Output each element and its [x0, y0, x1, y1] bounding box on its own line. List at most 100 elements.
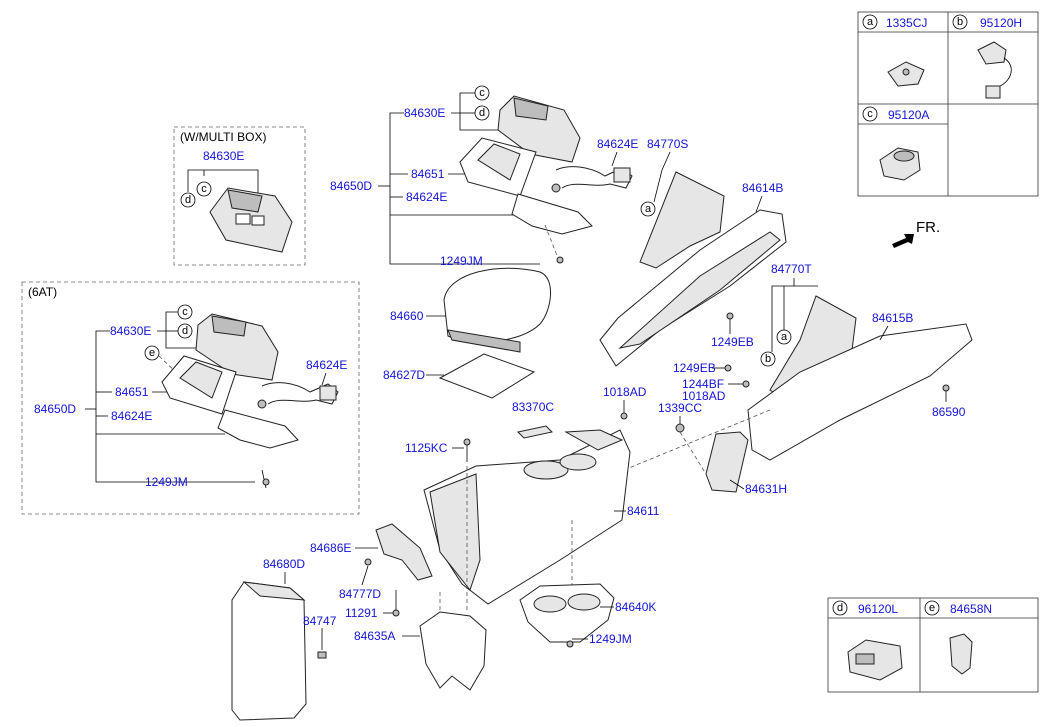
- label-84624E-6at[interactable]: 84624E: [111, 409, 152, 423]
- label-84770T[interactable]: 84770T: [771, 262, 812, 276]
- svg-text:c: c: [182, 306, 188, 318]
- front-direction: FR.: [892, 219, 940, 248]
- 6at-frame: [21, 281, 360, 515]
- callout-a-right: [776, 329, 792, 345]
- label-1018AD-b[interactable]: 1018AD: [682, 389, 726, 403]
- label-84624E-6at-2[interactable]: 84624E: [306, 358, 347, 372]
- 84686E-part: [375, 523, 433, 581]
- svg-text:a: a: [781, 331, 788, 343]
- callout-d-top: [474, 105, 490, 121]
- legend-c-part[interactable]: 95120A: [888, 108, 929, 122]
- label-1249EB-b[interactable]: 1249EB: [673, 361, 716, 375]
- label-84777D[interactable]: 84777D: [339, 587, 381, 601]
- label-84650D-6at[interactable]: 84650D: [34, 402, 76, 416]
- svg-text:a: a: [645, 203, 652, 215]
- svg-text:d: d: [479, 107, 485, 119]
- callout-b-right: [760, 351, 776, 367]
- legend-d-part[interactable]: 96120L: [858, 602, 898, 616]
- label-83370C[interactable]: 83370C: [512, 400, 554, 414]
- label-1244BF[interactable]: 1244BF: [682, 377, 724, 391]
- label-84640K[interactable]: 84640K: [615, 600, 656, 614]
- label-1249EB-a[interactable]: 1249EB: [711, 335, 754, 349]
- legend-e-image: [949, 633, 973, 675]
- label-84630E-top[interactable]: 84630E: [404, 106, 445, 120]
- 83370C-part: [516, 425, 554, 439]
- armrest-group: 84660 84627D: [383, 267, 552, 399]
- right-side-panel-group: 84770T a b 84615B 86590 1249EB 1244BF 10…: [623, 262, 973, 496]
- label-1125KC[interactable]: 1125KC: [405, 441, 448, 455]
- callout-c-multibox: [196, 181, 212, 197]
- label-84660[interactable]: 84660: [390, 309, 424, 323]
- top-wire-part: [555, 166, 633, 189]
- label-11291[interactable]: 11291: [345, 606, 378, 620]
- label-84627D[interactable]: 84627D: [383, 368, 425, 382]
- label-84686E[interactable]: 84686E: [310, 541, 351, 555]
- label-1339CC[interactable]: 1339CC: [658, 401, 702, 415]
- label-84631H[interactable]: 84631H: [745, 482, 787, 496]
- 6at-title: (6AT): [28, 285, 57, 299]
- top-center-group: 84630E c d 84650D 84651 84624E 1249JM 84…: [330, 85, 638, 268]
- label-84651-top[interactable]: 84651: [411, 167, 445, 181]
- console-group: 83370C 1018AD 1125KC 84611: [405, 385, 660, 612]
- legend-d-circle: [832, 600, 848, 616]
- leader-84630E-multibox: [187, 169, 259, 200]
- label-1249JM-top[interactable]: 1249JM: [440, 254, 483, 268]
- svg-text:e: e: [149, 347, 155, 359]
- 6at-screw-part: [262, 478, 270, 486]
- label-84651-6at[interactable]: 84651: [115, 385, 149, 399]
- front-arrow-icon: [892, 234, 914, 248]
- callout-c-6at: [177, 304, 193, 320]
- legend-a-part[interactable]: 1335CJ: [886, 16, 927, 30]
- legend-bottom-frame: [827, 597, 1039, 693]
- legend-b-image: [977, 41, 1007, 65]
- label-84635A[interactable]: 84635A: [354, 629, 395, 643]
- callout-d-6at: [177, 323, 193, 339]
- svg-text:c: c: [479, 87, 485, 99]
- label-84630E-multibox[interactable]: 84630E: [203, 149, 244, 163]
- top-screw-part: [556, 256, 564, 264]
- 84770S-part: [639, 171, 725, 269]
- label-84614B[interactable]: 84614B: [742, 181, 783, 195]
- top-bracket-part: [511, 193, 593, 235]
- svg-text:a: a: [867, 16, 874, 28]
- cupholder-group: 84640K 1249JM: [519, 583, 656, 648]
- 6at-wire-part: [261, 382, 339, 405]
- label-84615B[interactable]: 84615B: [872, 311, 913, 325]
- 84631H-part: [705, 431, 749, 493]
- svg-text:e: e: [929, 602, 935, 614]
- left-side-panel-group: 84770S a 84614B 1249EB: [599, 137, 787, 367]
- leader-84650D-6at: [95, 330, 255, 483]
- front-label: FR.: [916, 219, 940, 236]
- 6at-group: (6AT) 84630E c d e 84650D 84651 84624E 1…: [21, 281, 360, 515]
- 84615B-part: [747, 323, 973, 461]
- legend-b-part[interactable]: 95120H: [980, 16, 1022, 30]
- label-84630E-6at[interactable]: 84630E: [110, 324, 151, 338]
- svg-text:b: b: [765, 353, 771, 365]
- label-84650D-top[interactable]: 84650D: [330, 179, 372, 193]
- label-84611[interactable]: 84611: [627, 504, 660, 518]
- label-84624E-top[interactable]: 84624E: [406, 190, 447, 204]
- label-84770S[interactable]: 84770S: [647, 137, 688, 151]
- label-1018AD-a[interactable]: 1018AD: [603, 385, 647, 399]
- label-84747[interactable]: 84747: [303, 614, 337, 628]
- 84635A-part: [419, 611, 487, 691]
- 84680D-part: [231, 581, 307, 721]
- legend-a-circle: [862, 14, 878, 30]
- label-1249JM-6at[interactable]: 1249JM: [145, 475, 188, 489]
- label-1249JM-bot[interactable]: 1249JM: [589, 632, 632, 646]
- legend-top: a 1335CJ b 95120H c 95120A: [857, 11, 1039, 197]
- legend-e-part[interactable]: 84658N: [950, 602, 992, 616]
- bottom-left-group: 84686E 84777D 11291 84680D 84747 84635A: [231, 523, 487, 721]
- leader-84650D-top: [389, 112, 540, 265]
- multibox-group: (W/MULTI BOX) 84630E c d: [173, 126, 306, 266]
- label-84680D[interactable]: 84680D: [263, 557, 305, 571]
- callout-d-multibox: [180, 192, 196, 208]
- multibox-part: [209, 187, 293, 253]
- label-84624E-top-2[interactable]: 84624E: [597, 137, 638, 151]
- callout-c-top: [474, 85, 490, 101]
- 84627D-part: [438, 353, 536, 399]
- multibox-frame: [173, 126, 306, 266]
- label-86590[interactable]: 86590: [932, 405, 966, 419]
